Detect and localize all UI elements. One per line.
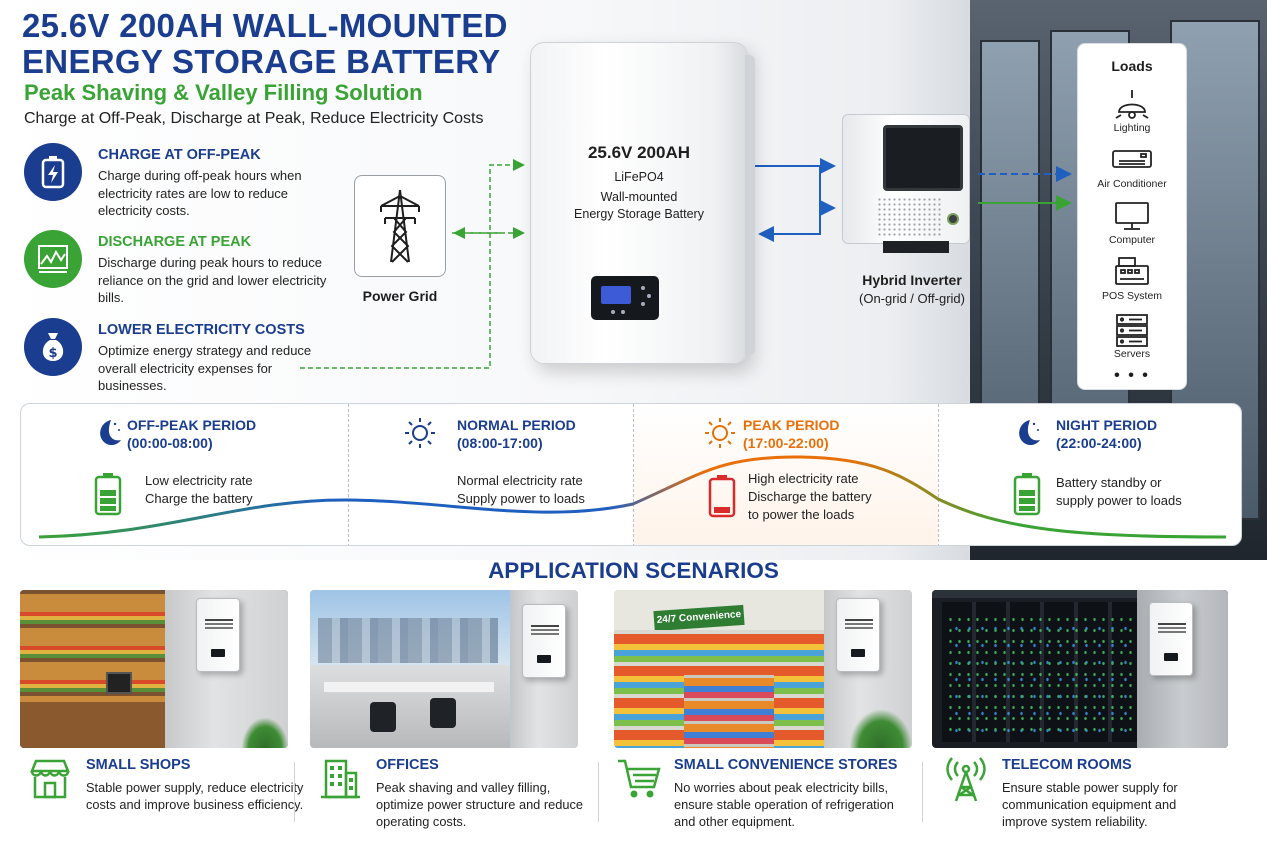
power-grid-label: Power Grid (362, 288, 438, 304)
server-rack-icon (1116, 314, 1148, 347)
feature-desc: Discharge during peak hours to reduce re… (98, 255, 327, 305)
inverter-sublabel: (On-grid / Off-grid) (859, 291, 965, 306)
feature-lower-costs: $ LOWER ELECTRICITY COSTS Optimize energ… (24, 318, 324, 398)
period-time: (17:00-22:00) (743, 435, 829, 451)
battery-display (591, 276, 659, 320)
period-time: (08:00-17:00) (457, 435, 543, 451)
battery-model: 25.6V 200AH (587, 143, 691, 162)
transmission-tower-icon (380, 189, 420, 263)
app-small-shops: SMALL SHOPS Stable power supply, reduce … (28, 755, 308, 835)
store-sign: 24/7 Convenience (653, 604, 745, 632)
app-telecom-rooms: TELECOM ROOMS Ensure stable power supply… (944, 755, 1224, 835)
battery-low-icon (707, 474, 737, 518)
app-desc: No worries about peak electricity bills,… (674, 780, 894, 829)
load-item-air-conditioner: Air Conditioner (1078, 142, 1186, 190)
storefront-icon (28, 757, 76, 805)
app-convenience-stores: SMALL CONVENIENCE STORES No worries abou… (616, 755, 916, 835)
chart-pulse-icon (24, 230, 82, 288)
app-title: OFFICES (376, 757, 439, 773)
period-off-peak: OFF-PEAK PERIOD (00:00-08:00) Low electr… (21, 414, 311, 544)
ceiling-lamp-icon (1115, 90, 1149, 119)
app-title: SMALL CONVENIENCE STORES (674, 757, 898, 773)
period-time: (00:00-08:00) (127, 435, 213, 451)
shopping-cart-icon (616, 757, 664, 805)
sun-hot-icon (703, 416, 737, 450)
battery-unit: 25.6V 200AH LiFePO4 Wall-mounted Energy … (530, 42, 755, 364)
feature-title: CHARGE AT OFF-PEAK (98, 147, 261, 163)
period-name: OFF-PEAK PERIOD (127, 417, 257, 433)
load-item-lighting: Lighting (1078, 86, 1186, 134)
feature-discharge-peak: DISCHARGE AT PEAK Discharge during peak … (24, 230, 326, 310)
feature-charge-off-peak: CHARGE AT OFF-PEAK Charge during off-pea… (24, 143, 324, 223)
app-title: TELECOM ROOMS (1002, 757, 1132, 773)
power-grid-card (354, 175, 446, 277)
rate-periods-timeline: OFF-PEAK PERIOD (00:00-08:00) Low electr… (20, 403, 1242, 546)
period-name: PEAK PERIOD (743, 417, 840, 433)
svg-text:$: $ (48, 346, 57, 361)
applications-title: APPLICATION SCENARIOS (488, 558, 779, 583)
app-desc: Stable power supply, reduce electricity … (86, 780, 304, 812)
app-offices: OFFICES Peak shaving and valley filling,… (318, 755, 598, 835)
divider (294, 762, 295, 822)
air-conditioner-icon (1112, 150, 1152, 168)
period-peak: PEAK PERIOD (17:00-22:00) High electrici… (633, 414, 923, 544)
feature-title: LOWER ELECTRICITY COSTS (98, 322, 305, 338)
inverter-label: Hybrid Inverter (862, 272, 962, 288)
battery-level-icon (93, 472, 123, 516)
app-desc: Peak shaving and valley filling, optimiz… (376, 780, 583, 829)
app-title: SMALL SHOPS (86, 757, 191, 773)
cash-register-icon (1115, 257, 1149, 285)
moon-icon (89, 416, 123, 450)
radio-tower-icon (944, 757, 992, 805)
load-item-pos-system: POS System (1078, 254, 1186, 302)
feature-title: DISCHARGE AT PEAK (98, 234, 252, 250)
sun-icon (403, 416, 437, 450)
period-time: (22:00-24:00) (1056, 435, 1142, 451)
loads-more: • • • (1114, 367, 1150, 384)
hybrid-inverter-device (842, 114, 970, 253)
divider (922, 762, 923, 822)
page-title: 25.6V 200AH WALL-MOUNTED ENERGY STORAGE … (22, 7, 508, 80)
battery-charge-icon (24, 143, 82, 201)
office-building-icon (318, 757, 366, 805)
scene-office (310, 590, 578, 748)
loads-title: Loads (1111, 58, 1153, 74)
scene-convenience-store: 24/7 Convenience (614, 590, 912, 748)
scene-small-shop (20, 590, 288, 748)
load-item-servers: Servers (1078, 312, 1186, 360)
battery-chemistry: LiFePO4 (614, 170, 664, 184)
battery-type: Energy Storage Battery (574, 207, 704, 221)
loads-panel: Loads Lighting Air Conditioner Computer … (1077, 43, 1187, 390)
divider (598, 762, 599, 822)
period-night: NIGHT PERIOD (22:00-24:00) Battery stand… (938, 414, 1228, 544)
period-name: NORMAL PERIOD (457, 417, 576, 433)
period-normal: NORMAL PERIOD (08:00-17:00) Normal elect… (333, 414, 623, 544)
feature-desc: Charge during off-peak hours when electr… (98, 168, 302, 218)
page-subtitle: Peak Shaving & Valley Filling Solution (24, 80, 423, 105)
rate-curve (38, 455, 1227, 539)
page-tagline: Charge at Off-Peak, Discharge at Peak, R… (24, 110, 484, 127)
energy-flow-arrows (300, 158, 1072, 369)
app-desc: Ensure stable power supply for communica… (1002, 780, 1178, 829)
money-bag-icon: $ (24, 318, 82, 376)
scene-telecom-room (932, 590, 1228, 748)
monitor-icon (1115, 202, 1149, 230)
load-item-computer: Computer (1078, 198, 1186, 246)
feature-desc: Optimize energy strategy and reduce over… (98, 343, 312, 393)
moon-icon (1008, 416, 1042, 450)
battery-level-icon (1012, 472, 1042, 516)
battery-mount: Wall-mounted (600, 190, 678, 204)
period-name: NIGHT PERIOD (1056, 417, 1158, 433)
